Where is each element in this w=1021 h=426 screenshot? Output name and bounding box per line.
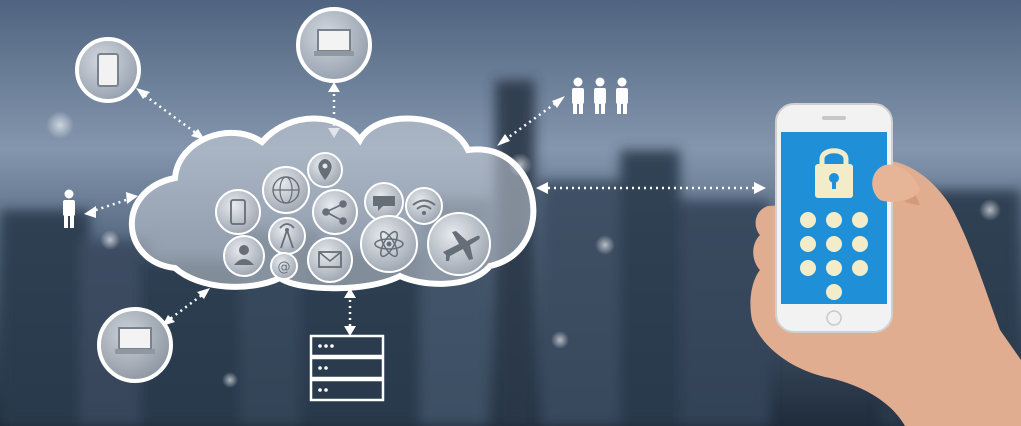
connection-arrows: [89, 88, 760, 330]
antenna-icon: [268, 217, 306, 255]
location-pin-icon: [307, 152, 343, 188]
share-icon: [312, 189, 358, 235]
laptop-device: [296, 7, 372, 83]
user-icon: [223, 235, 265, 277]
user-group-person: [616, 77, 628, 114]
chat-icon: [364, 182, 404, 222]
atom-icon: [360, 215, 418, 273]
svg-text:@: @: [278, 260, 291, 275]
user-group: [572, 77, 628, 114]
keypad: [800, 212, 868, 300]
padlock-icon: [815, 148, 853, 198]
user-group-person: [572, 77, 584, 114]
at-sign-icon: @: [270, 252, 298, 280]
email-icon: [307, 237, 353, 283]
thumb: [872, 164, 920, 202]
server-rack: [309, 334, 385, 402]
background-lights: [46, 111, 1001, 388]
user-group-person: [594, 77, 606, 114]
smartphone: [775, 103, 893, 333]
tablet-device: [75, 37, 141, 103]
single-user: [63, 189, 75, 228]
globe-icon: [262, 166, 310, 214]
airplane-icon: [427, 212, 491, 276]
laptop-device-2: [97, 307, 173, 383]
cloud-icons: @: [215, 152, 491, 283]
tablet-icon: [215, 189, 261, 235]
wifi-icon: [405, 187, 443, 225]
